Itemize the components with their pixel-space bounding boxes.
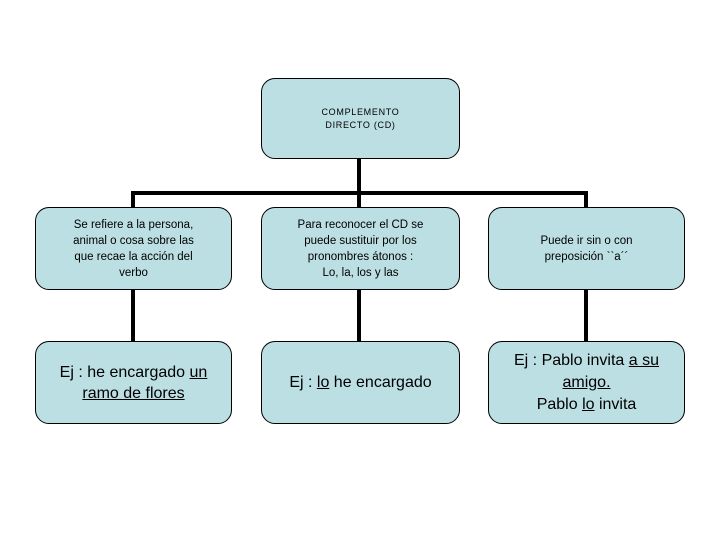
connector-branch-3-to-example-3: [584, 289, 588, 343]
connector-bus-to-branch-1: [131, 191, 135, 209]
node-definition-2-label: Para reconocer el CD se puede sustituir …: [297, 218, 424, 279]
node-example-1-label: Ej : he encargado un ramo de flores: [36, 362, 231, 404]
example-3-line2-prefix: Pablo: [536, 395, 583, 413]
example-2-highlight: lo: [316, 374, 330, 391]
connector-branch-1-to-example-1: [131, 289, 135, 343]
node-example-3: Ej : Pablo invita a su amigo. Pablo lo in…: [488, 341, 685, 424]
connector-root-stem: [357, 159, 361, 195]
connector-branch-2-to-example-2: [357, 289, 361, 343]
example-1-prefix: Ej : he encargado: [59, 363, 190, 381]
connector-bus-to-branch-2: [357, 191, 361, 209]
node-definition-2: Para reconocer el CD se puede sustituir …: [261, 207, 460, 290]
node-root-label: COMPLEMENTO DIRECTO (CD): [321, 106, 400, 130]
node-example-2-label: Ej : lo he encargado: [262, 372, 459, 393]
example-3-line1-prefix: Ej : Pablo invita: [514, 351, 629, 369]
example-3-line2-suffix: invita: [594, 395, 637, 413]
node-definition-1: Se refiere a la persona, animal o cosa s…: [35, 207, 232, 290]
node-root-complemento-directo: COMPLEMENTO DIRECTO (CD): [261, 78, 460, 159]
node-example-3-label: Ej : Pablo invita a su amigo. Pablo lo in…: [489, 350, 684, 416]
example-2-suffix: he encargado: [329, 374, 432, 391]
connector-bus-to-branch-3: [584, 191, 588, 209]
node-definition-3-label: Puede ir sin o con preposición ``a´´: [540, 234, 633, 263]
node-definition-1-label: Se refiere a la persona, animal o cosa s…: [73, 218, 194, 279]
example-2-prefix: Ej :: [289, 374, 317, 391]
node-example-1: Ej : he encargado un ramo de flores: [35, 341, 232, 424]
node-definition-3: Puede ir sin o con preposición ``a´´: [488, 207, 685, 290]
node-example-2: Ej : lo he encargado: [261, 341, 460, 424]
example-1-highlight: un ramo de flores: [82, 363, 208, 402]
example-3-line1-highlight: a su amigo.: [562, 351, 659, 391]
example-3-line2-highlight: lo: [582, 395, 595, 413]
